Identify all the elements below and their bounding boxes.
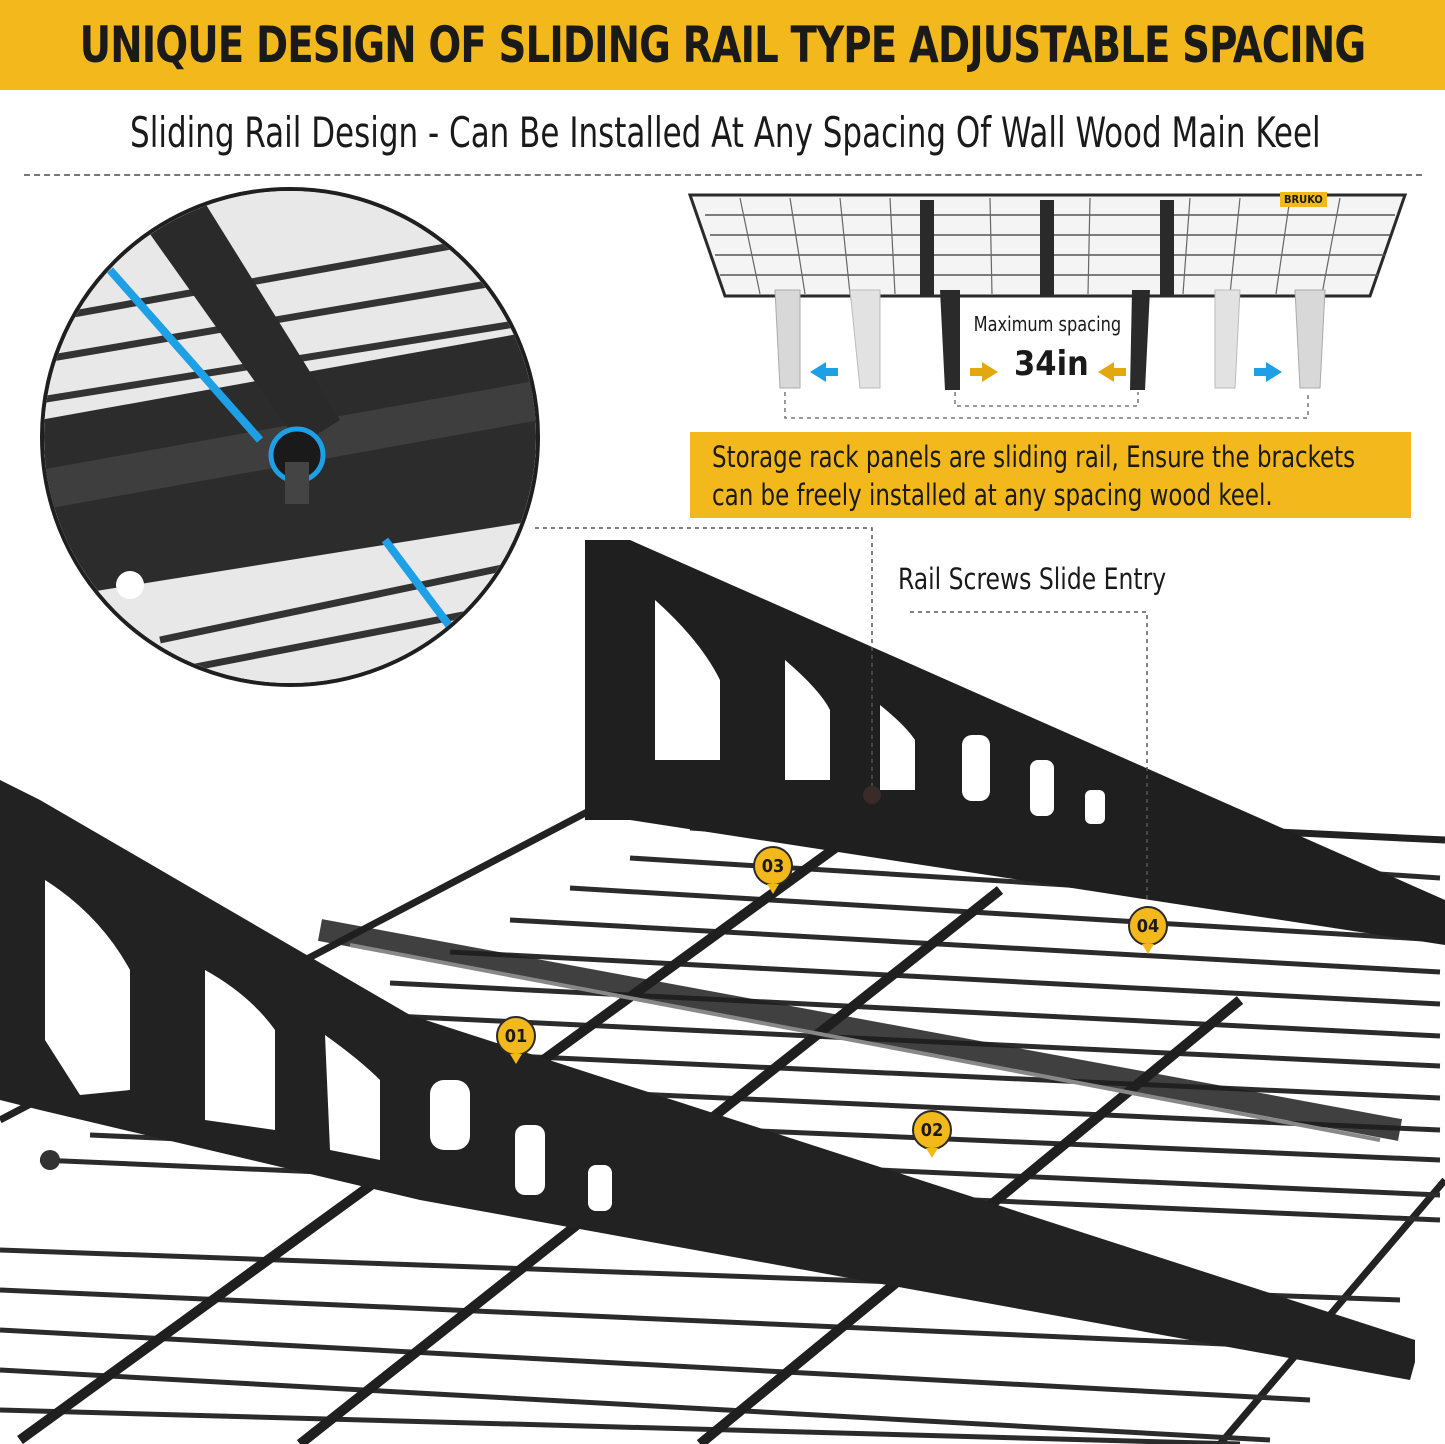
header-banner: UNIQUE DESIGN OF SLIDING RAIL TYPE ADJUS… xyxy=(0,0,1445,90)
banner-title: UNIQUE DESIGN OF SLIDING RAIL TYPE ADJUS… xyxy=(79,16,1366,74)
max-spacing-label: Maximum spacing xyxy=(970,310,1125,338)
marker-04: 04 xyxy=(1128,906,1168,954)
marker-02: 02 xyxy=(912,1110,952,1158)
info-callout: Storage rack panels are sliding rail, En… xyxy=(690,432,1411,518)
rail-detail-inset xyxy=(40,187,540,687)
rack-overview-image xyxy=(687,193,1408,419)
marker-01: 01 xyxy=(496,1016,536,1064)
callout-line-1: Storage rack panels are sliding rail, En… xyxy=(712,440,1356,474)
max-spacing-value: 34in xyxy=(1014,344,1089,384)
main-rack-image xyxy=(0,540,1445,1444)
rail-screws-label: Rail Screws Slide Entry xyxy=(898,562,1167,596)
subtitle: Sliding Rail Design - Can Be Installed A… xyxy=(130,108,1321,157)
callout-line-2: can be freely installed at any spacing w… xyxy=(712,478,1273,512)
divider xyxy=(24,174,1422,176)
brand-tag: BRUKO xyxy=(1280,192,1327,207)
marker-03: 03 xyxy=(753,846,793,894)
